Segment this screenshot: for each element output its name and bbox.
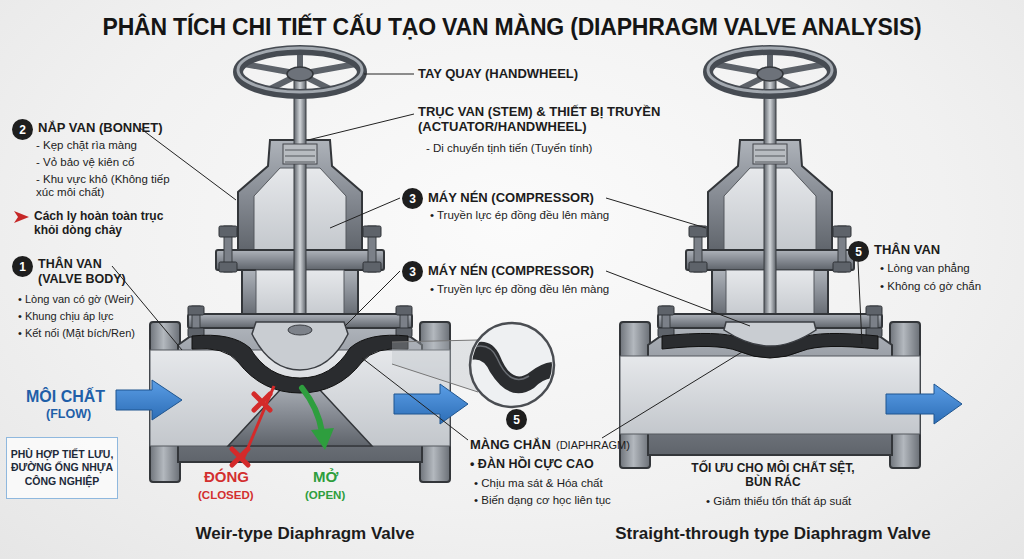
callout-circle-shape: [506, 409, 527, 430]
callout-circle-shape: [12, 119, 33, 140]
key-note: Cách ly hoàn toàn trục khỏi dòng chảy: [34, 209, 169, 237]
leader-line: [308, 114, 414, 140]
zoom-wedge: [392, 340, 478, 392]
flow-arrow: [886, 384, 962, 424]
pointer-mark: [14, 211, 29, 223]
figure-caption: Straight-through type Diaphragm Valve: [598, 524, 948, 544]
part-label: THÂN VAN: [874, 242, 940, 257]
part-note: • Kết nối (Mặt bích/Ren): [18, 327, 135, 340]
diaphragm-section: [466, 342, 560, 394]
note-text: PHÙ HỢP TIẾT LƯU, ĐƯỜNG ỐNG NHỰA CÔNG NG…: [10, 448, 114, 487]
callout-number-text: 2: [12, 119, 33, 140]
open-arrow: [302, 388, 322, 432]
part-note: - Vỏ bảo vệ kiên cố: [36, 156, 134, 169]
part-label: TRỤC VAN (STEM) & THIẾT BỊ TRUYỀN (ACTUA…: [418, 104, 710, 134]
part-note: • Truyền lực ép đồng đều lên màng: [430, 209, 609, 222]
callout-number: 3: [402, 261, 423, 282]
flow-label: (FLOW): [46, 407, 91, 422]
block-mark: [254, 394, 270, 410]
part-label: (DIAPHRAGM): [556, 439, 630, 452]
stem-end: [288, 325, 312, 335]
flow-arrow: [394, 384, 468, 424]
leader-line: [602, 352, 742, 438]
callout-number: 5: [848, 241, 869, 262]
open-arrowhead: [311, 428, 334, 450]
part-note: • Giảm thiểu tổn thất áp suất: [706, 495, 851, 508]
callout-number: 5: [506, 409, 527, 430]
part-note: • Không có gờ chắn: [880, 280, 981, 293]
diaphragm-highlight: [468, 346, 529, 379]
part-note: - Khu vực khô (Không tiếp xúc môi chất): [36, 173, 186, 200]
state-label: (OPEN): [305, 489, 345, 502]
leader-line: [606, 198, 706, 228]
part-label: MÁY NÉN (COMPRESSOR): [428, 190, 594, 205]
compressor: [252, 322, 348, 370]
part-label: THÂN VAN (VALVE BODY): [38, 257, 143, 286]
callout-circle-shape: [848, 241, 869, 262]
body-bolt: [396, 306, 412, 337]
callout-circle-shape: [402, 188, 423, 209]
part-note: • Chịu ma sát & Hóa chất: [474, 477, 603, 490]
leader-line: [858, 262, 862, 344]
callout-number-text: 5: [848, 241, 869, 262]
note-box: PHÙ HỢP TIẾT LƯU, ĐƯỜNG ỐNG NHỰA CÔNG NG…: [6, 437, 118, 499]
callout-number: 3: [402, 188, 423, 209]
part-note: • Truyền lực ép đồng đều lên màng: [430, 283, 609, 296]
part-label: MÁY NÉN (COMPRESSOR): [428, 263, 594, 278]
compressor: [724, 322, 816, 346]
body-bore: [620, 356, 920, 434]
part-label: MÀNG CHẮN: [470, 437, 551, 452]
flow-label: MÔI CHẤT: [26, 388, 105, 407]
body-bolt: [188, 306, 204, 337]
zoom-line: [392, 364, 478, 392]
leader-line: [345, 271, 400, 326]
block-mark: [232, 449, 248, 465]
valve-top: [216, 48, 384, 328]
callout-number-text: 1: [12, 256, 33, 277]
diagram-title: PHÂN TÍCH CHI TIẾT CẤU TẠO VAN MÀNG (DIA…: [0, 14, 1024, 41]
callout-circle-shape: [402, 261, 423, 282]
flow-arrow: [116, 380, 182, 420]
callout-number-text: 3: [402, 188, 423, 209]
figure-caption: Weir-type Diaphragm Valve: [150, 524, 460, 544]
state-label: (CLOSED): [198, 489, 254, 502]
part-label: NẮP VAN (BONNET): [38, 120, 162, 135]
part-note: - Kẹp chặt rìa màng: [36, 139, 137, 152]
part-note: • ĐÀN HỒI CỰC CAO: [470, 457, 594, 472]
key-note: TỐI ƯU CHO MÔI CHẤT SỆT, BÙN RÁC: [688, 461, 858, 489]
leader-lines: [112, 74, 862, 440]
callout-number: 1: [12, 256, 33, 277]
leader-line: [362, 358, 468, 440]
part-note: • Lòng van có gờ (Weir): [18, 293, 134, 306]
zoom-detail: [466, 342, 560, 394]
leader-line: [364, 74, 414, 75]
part-note: • Lòng van phẳng: [880, 262, 970, 275]
part-label: TAY QUAY (HANDWHEEL): [418, 66, 578, 81]
part-note: - Di chuyển tịnh tiến (Tuyến tính): [426, 142, 592, 155]
part-note: • Khung chịu áp lực: [18, 310, 114, 323]
zoom-line: [392, 340, 478, 342]
callout-number: 2: [12, 119, 33, 140]
body-bolt: [658, 306, 674, 337]
leader-line: [330, 198, 400, 228]
leader-line: [140, 128, 236, 200]
leader-line: [606, 271, 750, 326]
body-bolt: [866, 306, 882, 337]
part-note: • Biến dạng cơ học liên tục: [474, 494, 611, 507]
callout-circle-shape: [12, 256, 33, 277]
state-label: ĐÓNG: [204, 468, 249, 486]
callout-number-text: 3: [402, 261, 423, 282]
callout-number-text: 5: [506, 409, 527, 430]
valve-top: [686, 48, 854, 328]
state-label: MỞ: [313, 468, 338, 486]
